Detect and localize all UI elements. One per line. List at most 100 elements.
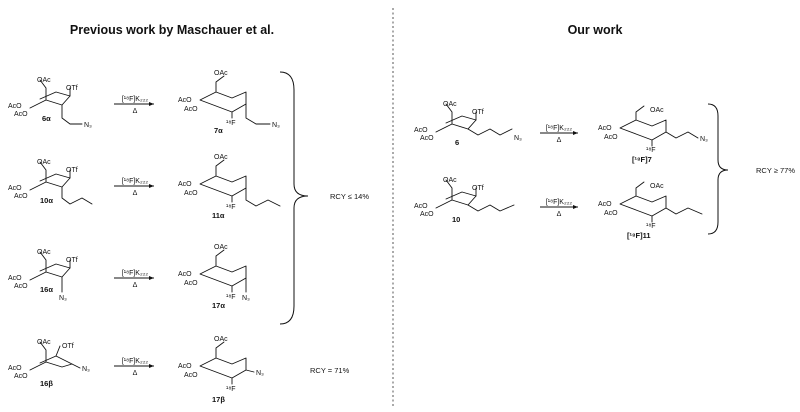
label-otf: OTf (66, 85, 78, 92)
starting-material-16alpha: OAc OTf AcO AcO N₃ 16α (8, 249, 78, 302)
compound-label: [¹⁸F]7 (632, 155, 652, 164)
label-otf: OTf (66, 167, 78, 174)
label-aco: AcO (178, 97, 192, 104)
label-aco: AcO (14, 373, 28, 380)
reagent-condition: Δ (557, 137, 562, 144)
group-brace (707, 103, 729, 235)
label-f18: ¹⁸F (646, 223, 656, 230)
reagent-label: [¹⁸F]K₂₂₂ (122, 270, 149, 277)
compound-label: 11α (212, 211, 225, 220)
label-aco: AcO (14, 283, 28, 290)
label-n3: N₃ (700, 136, 708, 143)
label-aco: AcO (8, 185, 22, 192)
label-n3: N₃ (242, 295, 250, 302)
label-f18: ¹⁸F (226, 386, 236, 393)
reaction-arrow: [¹⁸F]K₂₂₂ Δ (114, 270, 154, 289)
compound-label: 6 (455, 138, 459, 147)
reaction-arrow: [¹⁸F]K₂₂₂ Δ (114, 358, 154, 377)
starting-material-6: OAc OTf AcO AcO N₃ 6 (414, 101, 522, 147)
label-aco: AcO (184, 280, 198, 287)
label-oac: OAc (37, 77, 51, 84)
label-aco: AcO (184, 190, 198, 197)
label-oac: OAc (443, 177, 457, 184)
label-otf: OTf (62, 343, 74, 350)
reaction-arrow: [¹⁸F]K₂₂₂ Δ (540, 199, 578, 218)
product-18F-11: OAc AcO AcO ¹⁸F [¹⁸F]11 (598, 181, 703, 240)
product-17beta: OAc AcO AcO ¹⁸F N₃ 17β (178, 336, 264, 404)
label-aco: AcO (178, 271, 192, 278)
label-otf: OTf (66, 257, 78, 264)
label-aco: AcO (8, 365, 22, 372)
reagent-label: [¹⁸F]K₂₂₂ (122, 178, 149, 185)
label-aco: AcO (598, 201, 612, 208)
rcy-group-left: RCY ≤ 14% (330, 192, 369, 201)
label-oac: OAc (650, 107, 664, 114)
reagent-condition: Δ (133, 108, 138, 115)
product-18F-7: OAc AcO AcO ¹⁸F N₃ [¹⁸F]7 (598, 105, 708, 164)
label-oac: OAc (37, 159, 51, 166)
label-otf: OTf (472, 109, 484, 116)
compound-label: 16β (40, 379, 53, 388)
label-aco: AcO (420, 211, 434, 218)
label-aco: AcO (414, 127, 428, 134)
reagent-label: [¹⁸F]K₂₂₂ (122, 96, 149, 103)
label-f18: ¹⁸F (646, 147, 656, 154)
label-oac: OAc (214, 154, 228, 161)
label-n3: N₃ (82, 366, 90, 373)
compound-label: 17α (212, 301, 225, 310)
reagent-label: [¹⁸F]K₂₂₂ (546, 125, 573, 132)
label-oac: OAc (37, 249, 51, 256)
label-oac: OAc (214, 244, 228, 251)
label-aco: AcO (604, 134, 618, 141)
reagent-label: [¹⁸F]K₂₂₂ (546, 199, 573, 206)
product-7alpha: OAc AcO AcO ¹⁸F N₃ 7α (178, 70, 280, 135)
reagent-condition: Δ (557, 211, 562, 218)
group-brace (279, 71, 309, 325)
product-11alpha: OAc AcO AcO ¹⁸F 11α (178, 154, 281, 220)
rcy-group-right: RCY ≥ 77% (756, 166, 795, 175)
label-aco: AcO (178, 363, 192, 370)
label-f18: ¹⁸F (226, 204, 236, 211)
label-n3: N₃ (84, 122, 92, 129)
starting-material-10alpha: OAc OTf AcO AcO 10α (8, 159, 93, 205)
reagent-condition: Δ (133, 190, 138, 197)
starting-material-10: OAc OTf AcO AcO 10 (414, 177, 515, 224)
reaction-arrow: [¹⁸F]K₂₂₂ Δ (114, 178, 154, 197)
label-f18: ¹⁸F (226, 294, 236, 301)
label-n3: N₃ (256, 370, 264, 377)
label-aco: AcO (14, 193, 28, 200)
compound-label: 17β (212, 395, 225, 404)
label-n3: N₃ (272, 122, 280, 129)
label-aco: AcO (8, 275, 22, 282)
label-aco: AcO (414, 203, 428, 210)
label-aco: AcO (178, 181, 192, 188)
label-oac: OAc (650, 183, 664, 190)
label-aco: AcO (8, 103, 22, 110)
reaction-arrow: [¹⁸F]K₂₂₂ Δ (114, 96, 154, 115)
compound-label: 7α (214, 126, 223, 135)
label-aco: AcO (14, 111, 28, 118)
starting-material-16beta: OAc OTf AcO AcO N₃ 16β (8, 339, 90, 388)
reaction-arrow: [¹⁸F]K₂₂₂ Δ (540, 125, 578, 144)
label-oac: OAc (214, 336, 228, 343)
heading-previous-work: Previous work by Maschauer et al. (70, 23, 274, 37)
reagent-condition: Δ (133, 370, 138, 377)
label-f18: ¹⁸F (226, 120, 236, 127)
label-aco: AcO (598, 125, 612, 132)
compound-label: 10α (40, 196, 53, 205)
label-otf: OTf (472, 185, 484, 192)
starting-material-6alpha: OAc OTf AcO AcO N₃ 6α (8, 77, 92, 129)
label-n3: N₃ (514, 135, 522, 142)
product-17alpha: OAc AcO AcO ¹⁸F N₃ 17α (178, 244, 250, 310)
compound-label: 16α (40, 285, 53, 294)
compound-label: 6α (42, 114, 51, 123)
reagent-condition: Δ (133, 282, 138, 289)
label-n3: N₃ (59, 295, 67, 302)
label-aco: AcO (184, 372, 198, 379)
label-aco: AcO (184, 106, 198, 113)
label-oac: OAc (214, 70, 228, 77)
label-aco: AcO (420, 135, 434, 142)
label-oac: OAc (37, 339, 51, 346)
reagent-label: [¹⁸F]K₂₂₂ (122, 358, 149, 365)
